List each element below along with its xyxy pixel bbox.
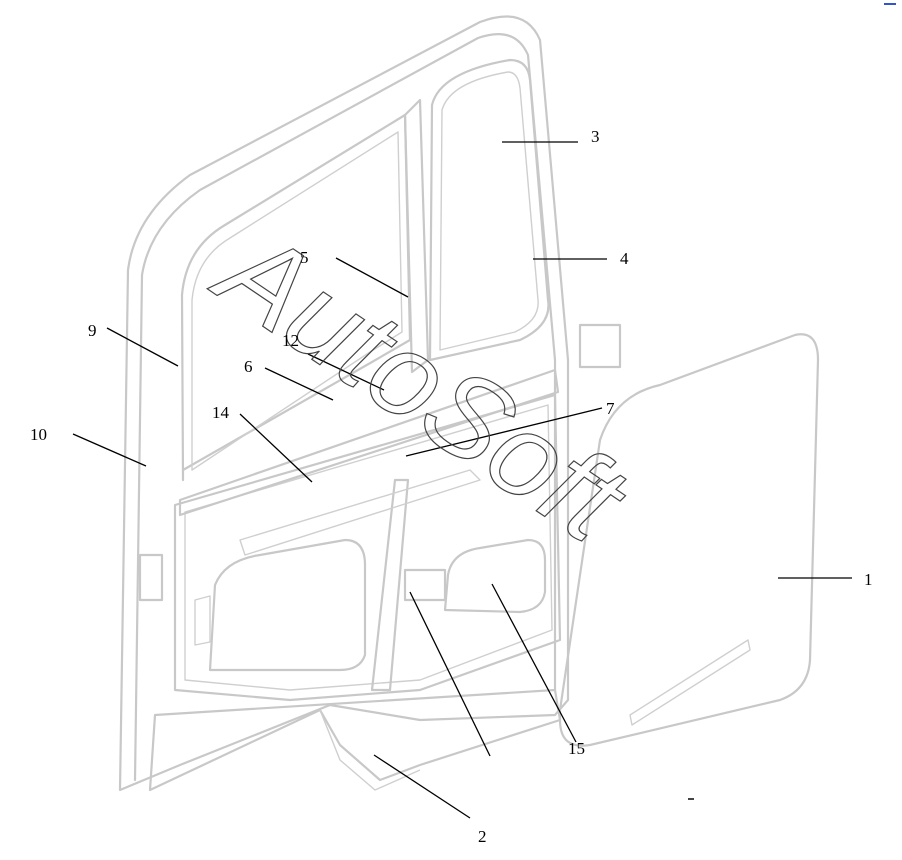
leader-14 <box>239 413 313 483</box>
leader-lines <box>72 141 852 819</box>
door-frame <box>118 15 622 792</box>
callout-6: 6 <box>244 357 253 376</box>
callout-2: 2 <box>478 827 487 846</box>
callout-12: 12 <box>282 331 299 350</box>
watermark: AutoSoft <box>192 200 651 569</box>
callout-labels: 1 2 3 4 5 6 7 9 10 12 14 15 <box>30 127 873 846</box>
leader-12 <box>307 353 385 391</box>
callout-5: 5 <box>300 248 309 267</box>
watermark-text: AutoSoft <box>192 201 650 569</box>
leader-5 <box>335 257 409 298</box>
callout-4: 4 <box>620 249 629 268</box>
callout-10: 10 <box>30 425 47 444</box>
corner-mark-icon <box>884 3 896 5</box>
leader-9 <box>106 327 179 367</box>
scan-speck <box>688 798 694 800</box>
leader-6 <box>264 367 334 401</box>
leader-extra <box>409 591 491 757</box>
callout-14: 14 <box>212 403 230 422</box>
callout-9: 9 <box>88 321 97 340</box>
callout-7: 7 <box>606 399 615 418</box>
callout-15: 15 <box>568 739 585 758</box>
leader-2 <box>373 754 471 819</box>
leader-15 <box>491 583 577 743</box>
callout-1: 1 <box>864 570 873 589</box>
door-trim-panel <box>558 333 820 747</box>
callout-3: 3 <box>591 127 600 146</box>
leader-10 <box>72 433 147 467</box>
leader-7 <box>405 407 603 457</box>
